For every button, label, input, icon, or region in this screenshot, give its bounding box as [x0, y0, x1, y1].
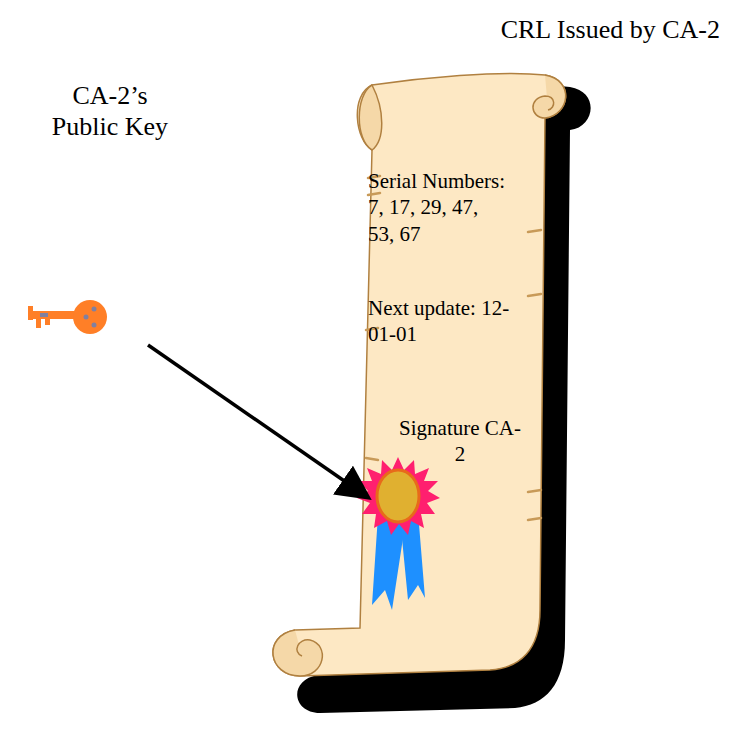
signature-seal [357, 457, 440, 610]
scroll-left-curl [359, 85, 382, 150]
crl-scroll-content: Serial Numbers: 7, 17, 29, 47, 53, 67 Nex… [355, 160, 535, 480]
verification-arrow [148, 345, 366, 496]
public-key-icon [28, 300, 107, 334]
scroll-sheet [273, 73, 566, 676]
crl-text: Serial Numbers: 7, 17, 29, 47, 53, 67 [368, 168, 508, 247]
key-label: CA-2’s Public Key [40, 80, 180, 142]
scroll-top-curl [533, 75, 566, 118]
crl-text: Next update: 12-01-01 [368, 295, 518, 348]
diagram-title: CRL Issued by CA-2 [501, 14, 720, 45]
crl-text: Signature CA-2 [395, 415, 525, 468]
scroll-bottom-roll [273, 630, 322, 676]
